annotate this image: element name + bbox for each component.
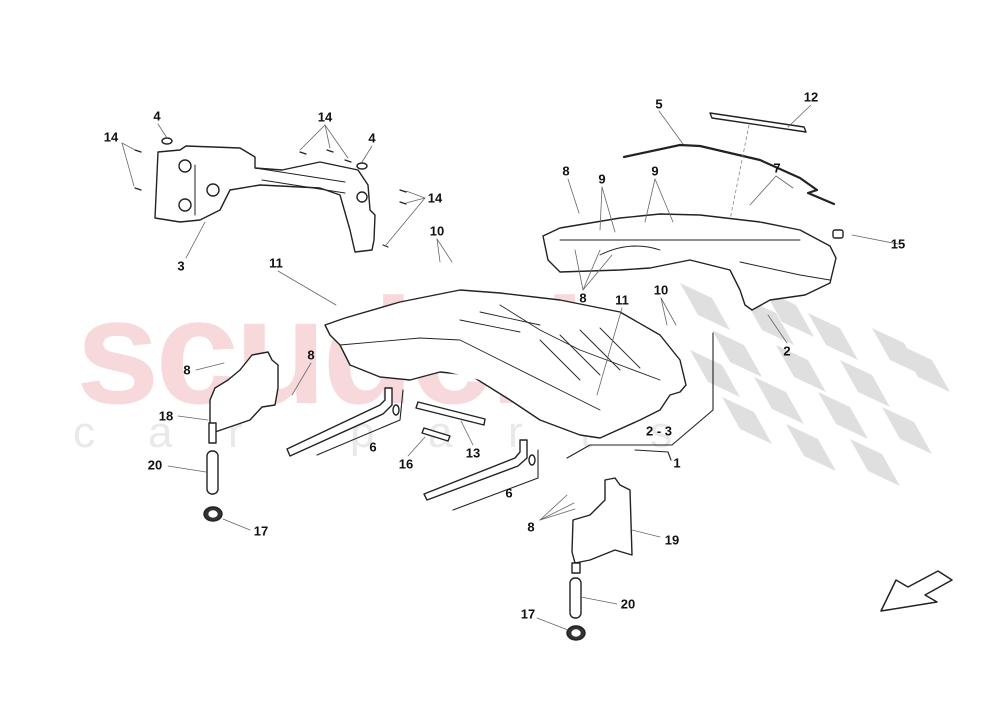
callout-8: 8 [183,362,191,378]
underbody-tray-part [324,289,687,439]
watermark-letter: c [73,408,95,457]
drain-pipe-part [423,439,536,501]
trim-strip-part [622,143,836,206]
callout-1: 1 [673,455,681,471]
callout-4: 4 [368,130,376,146]
callout-19: 19 [664,532,680,548]
hose-part [206,450,219,495]
callout-20: 20 [620,596,636,612]
direction-arrow-icon [880,570,953,612]
callout-18: 18 [158,408,174,424]
callout-14: 14 [103,129,119,145]
callout-17: 17 [253,523,269,539]
callout-11: 11 [269,255,283,271]
callout-2: 2 [783,343,791,359]
washer-part [356,162,368,170]
bumper-cover-part [542,213,837,311]
callout-5: 5 [655,96,663,112]
watermark-letter: r [508,408,523,457]
callout-9: 9 [598,171,606,187]
pad-strip-part [415,401,486,426]
callout-8: 8 [527,519,535,535]
drain-pipe-part [286,387,400,457]
callout-4: 4 [153,108,161,124]
callout-14: 14 [317,109,333,125]
washer-part [161,137,173,145]
callout-6: 6 [369,439,377,455]
callout-15: 15 [890,236,906,252]
callout-10: 10 [429,223,445,239]
crossmember-bracket-part [154,145,376,253]
callout-9: 9 [651,163,659,179]
callout-16: 16 [398,456,414,472]
pad-part [421,427,451,442]
callout-8: 8 [307,347,315,363]
callout-11: 11 [615,292,629,308]
right-reservoir-bracket-part [571,477,633,574]
callout-8: 8 [579,290,587,306]
callout-6: 6 [505,485,513,501]
callout-17: 17 [520,606,536,622]
callout-2-3: 2 - 3 [645,423,673,439]
cap-part [832,229,844,239]
callout-3: 3 [177,258,185,274]
callout-7: 7 [773,160,781,176]
callout-14: 14 [427,190,443,206]
watermark-letter: a [148,408,173,457]
left-reservoir-bracket-part [208,351,279,444]
callout-20: 20 [147,457,163,473]
callout-13: 13 [465,445,481,461]
callout-8: 8 [562,163,570,179]
seal-strip-part [709,112,807,133]
callout-12: 12 [803,89,819,105]
callout-10: 10 [653,282,669,298]
hose-part [569,577,582,619]
